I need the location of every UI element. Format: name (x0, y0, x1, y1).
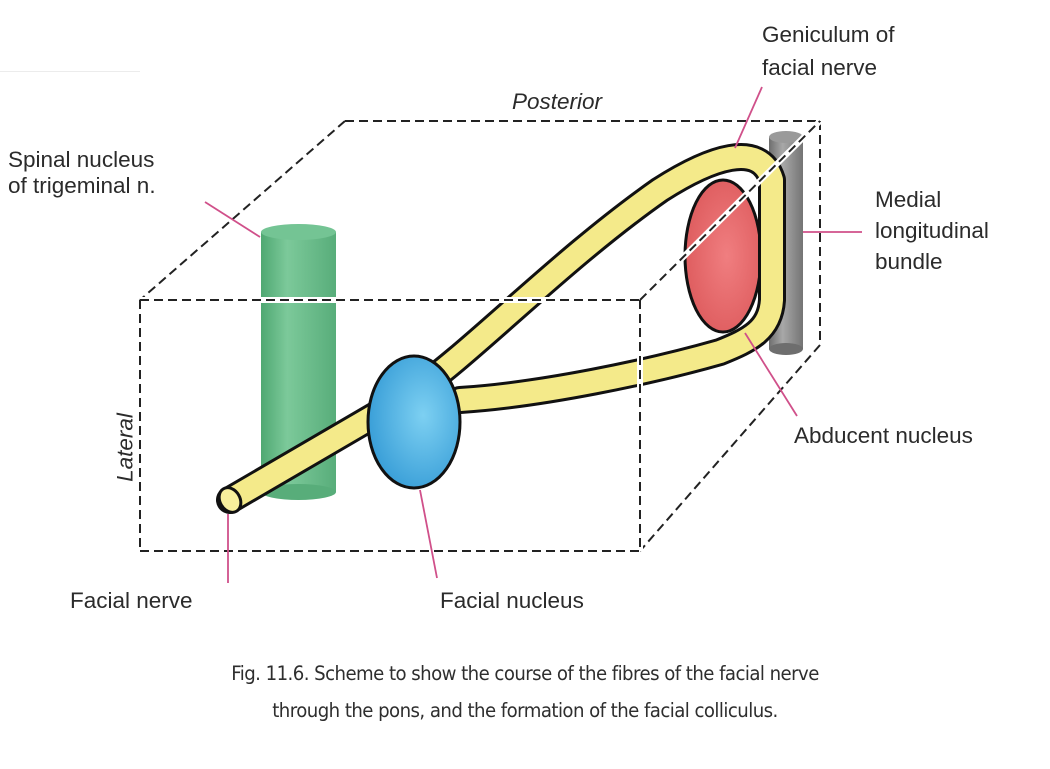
label-mlb-line1: Medial (875, 187, 942, 212)
abducent-nucleus-shape (683, 178, 763, 334)
leader-geniculum (734, 86, 763, 149)
label-posterior: Posterior (512, 89, 603, 114)
box-back-edges (139, 120, 821, 552)
label-mlb-line3: bundle (875, 249, 943, 274)
faint-rule (0, 71, 140, 72)
leader-spinal-nucleus (204, 201, 261, 238)
label-mlb-line2: longitudinal (875, 218, 989, 243)
box-front-edges (139, 118, 823, 552)
label-facial-nucleus: Facial nucleus (440, 588, 584, 613)
label-abducent-nucleus: Abducent nucleus (794, 423, 973, 448)
label-spinal-nucleus-line1: Spinal nucleus (8, 147, 155, 172)
leader-facial-nucleus (419, 489, 438, 579)
caption-line-1: Fig. 11.6. Scheme to show the course of … (231, 662, 819, 685)
box-top-right-edge (639, 120, 821, 301)
leader-abducent-nucleus (744, 332, 798, 417)
leader-lines (204, 86, 862, 583)
label-geniculum-line2: facial nerve (762, 55, 878, 80)
label-geniculum-line1: Geniculum of (762, 22, 895, 47)
facial-nucleus-shape (366, 354, 462, 490)
box-top-left-edge (139, 120, 346, 301)
label-lateral: Lateral (112, 413, 138, 482)
facial-nerve-course (216, 143, 786, 514)
box-bottom-right-edge (639, 344, 821, 552)
figure-caption: Fig. 11.6. Scheme to show the course of … (37, 655, 1014, 729)
label-facial-nerve: Facial nerve (70, 588, 193, 613)
label-spinal-nucleus-line2: of trigeminal n. (8, 173, 156, 198)
caption-line-2: through the pons, and the formation of t… (272, 699, 778, 722)
